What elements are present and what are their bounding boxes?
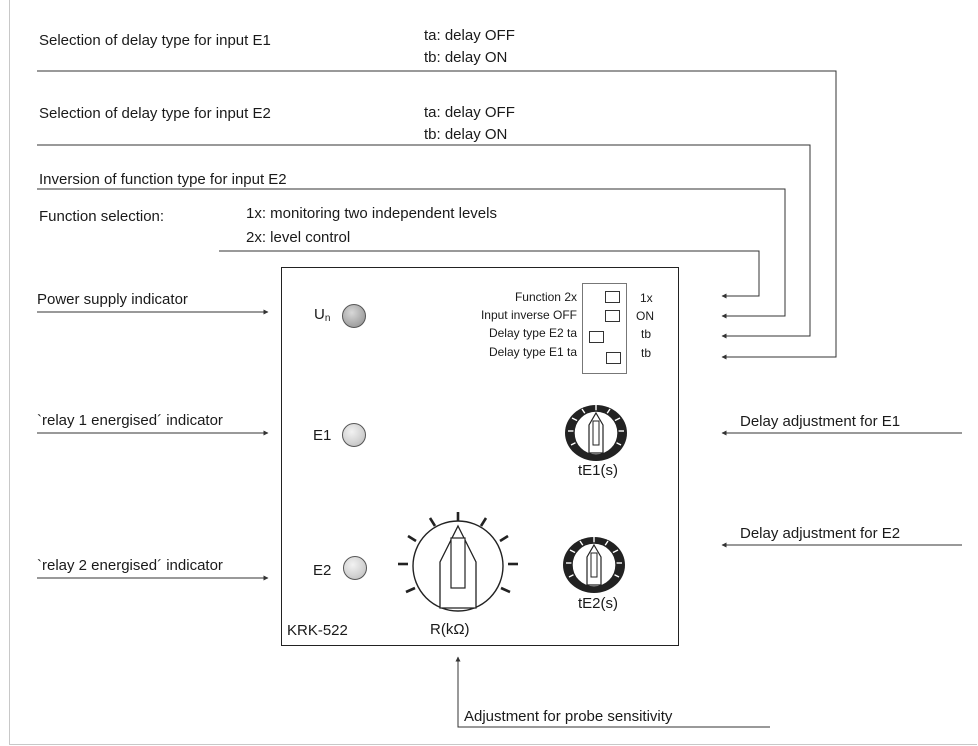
dip-switch-delay-e2[interactable] (589, 331, 604, 343)
led-e1-indicator (342, 423, 366, 447)
dip-right-tb-e2: tb (641, 327, 652, 341)
label-power-supply: Power supply indicator (37, 291, 188, 308)
leader-function (219, 250, 760, 299)
label-delay-e2-tb: tb: delay ON (424, 126, 508, 143)
knob-r[interactable] (396, 510, 520, 622)
led-e2-indicator (343, 556, 367, 580)
label-delay-e1-ta: ta: delay OFF (424, 27, 515, 44)
label-function-1x: 1x: monitoring two independent levels (246, 205, 497, 222)
leader-delay-e1 (37, 70, 837, 360)
label-relay1: `relay 1 energised´ indicator (37, 412, 223, 429)
label-delay-e1-tb: tb: delay ON (424, 49, 508, 66)
device-panel (281, 267, 679, 646)
label-delay-e2: Selection of delay type for input E2 (39, 105, 271, 122)
dip-label-function: Function 2x (514, 290, 577, 304)
label-function-2x: 2x: level control (246, 229, 351, 246)
label-delay-adj-e2: Delay adjustment for E2 (740, 525, 901, 542)
dip-switch-delay-e1[interactable] (606, 352, 621, 364)
leader-inversion (37, 188, 786, 319)
knob-r-label: R(kΩ) (430, 621, 470, 638)
dip-switch-block (582, 283, 627, 374)
dip-label-delay-e2: Delay type E2 ta (488, 326, 577, 340)
knob-te1[interactable] (563, 403, 629, 463)
knob-te2-label: tE2(s) (578, 595, 619, 612)
leader-probe (455, 656, 770, 728)
label-delay-adj-e1: Delay adjustment for E1 (740, 413, 901, 430)
label-probe-sensitivity: Adjustment for probe sensitivity (464, 708, 673, 725)
led-e2-label: E2 (313, 562, 332, 579)
label-delay-e1: Selection of delay type for input E1 (39, 32, 271, 49)
device-model: KRK-522 (287, 622, 348, 639)
led-power-indicator (342, 304, 366, 328)
leader-delay-e2 (37, 144, 811, 339)
dip-label-inverse: Input inverse OFF (480, 308, 577, 322)
led-e1-label: E1 (313, 427, 332, 444)
label-function-selection: Function selection: (39, 208, 165, 225)
diagram-frame (9, 0, 977, 745)
label-relay2: `relay 2 energised´ indicator (37, 557, 223, 574)
dip-label-delay-e1: Delay type E1 ta (488, 345, 577, 359)
dip-right-on: ON (636, 309, 654, 323)
dip-right-tb-e1: tb (641, 346, 652, 360)
knob-te2[interactable] (561, 535, 627, 595)
led-un-label: Un (314, 306, 331, 324)
dip-right-1x: 1x (640, 291, 653, 305)
dip-switch-function[interactable] (605, 291, 620, 303)
knob-te1-label: tE1(s) (578, 462, 619, 479)
label-delay-e2-ta: ta: delay OFF (424, 104, 515, 121)
dip-switch-inverse[interactable] (605, 310, 620, 322)
label-inversion: Inversion of function type for input E2 (39, 171, 287, 188)
